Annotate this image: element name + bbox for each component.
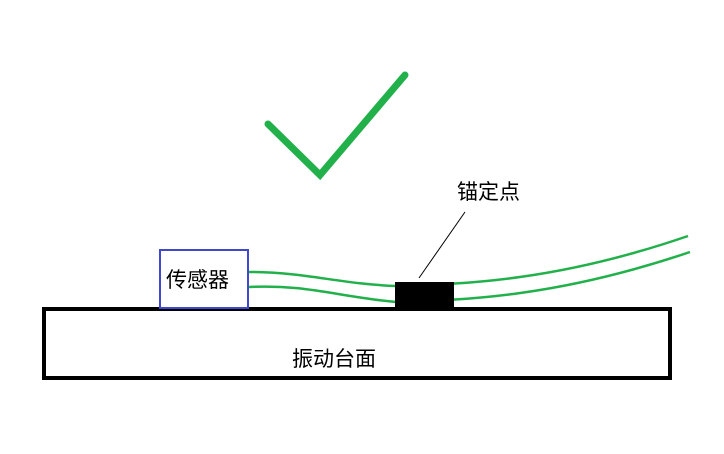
anchor-leader-line bbox=[418, 211, 466, 279]
anchor-block bbox=[395, 282, 454, 309]
cable-upper bbox=[248, 234, 689, 288]
anchor-label: 锚定点 bbox=[457, 180, 520, 204]
sensor-box bbox=[159, 249, 249, 309]
sensor-cables bbox=[248, 234, 691, 304]
checkmark-icon bbox=[264, 71, 409, 181]
platform-label: 振动台面 bbox=[292, 347, 376, 371]
vibration-platform bbox=[42, 307, 672, 380]
sensor-label: 传感器 bbox=[166, 268, 229, 292]
